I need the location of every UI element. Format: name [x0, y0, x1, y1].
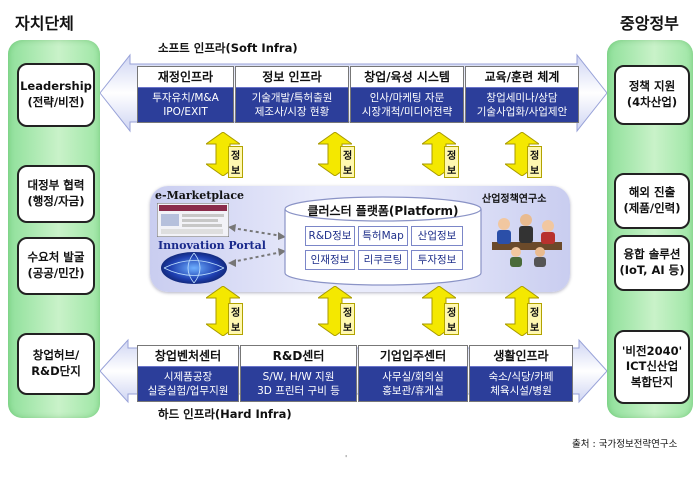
emarketplace-screenshot-image — [157, 203, 229, 237]
double-arrow-icon — [505, 286, 539, 336]
emarketplace-label: e-Marketplace — [155, 189, 245, 202]
info-arrow-upper-4: 정보 — [505, 132, 543, 178]
hard-card-venture-center: 창업벤처센터 시제품공장 실증실험/업무지원 — [137, 345, 239, 402]
innovation-portal-globe-image — [161, 252, 227, 284]
soft-card-finance: 재정인프라 투자유치/M&A IPO/EXIT — [137, 66, 234, 123]
platform-cell-rnd-info: R&D정보 — [305, 226, 355, 246]
double-arrow-icon — [318, 286, 352, 336]
right-item-overseas-expansion: 해외 진출 (제품/인력) — [614, 173, 690, 229]
soft-card-title: 창업/육성 시스템 — [351, 67, 463, 88]
platform-cell-investment-info: 투자정보 — [411, 250, 463, 270]
hard-card-body: 사무실/회의실 홍보관/휴게실 — [359, 367, 467, 401]
info-arrow-lower-2: 정보 — [318, 286, 356, 336]
info-arrow-upper-3: 정보 — [422, 132, 460, 178]
right-item-policy-support: 정책 지원 (4차산업) — [614, 65, 690, 125]
hard-card-title: 생활인프라 — [470, 346, 572, 367]
right-item-convergence-solution: 융합 솔루션 (IoT, AI 등) — [614, 235, 690, 291]
innovation-portal-label: Innovation Portal — [158, 239, 266, 252]
right-panel-title: 중앙정부 — [620, 14, 679, 33]
hard-card-rnd-center: R&D센터 S/W, H/W 지원 3D 프린터 구비 등 — [240, 345, 357, 402]
hard-card-title: 기업입주센터 — [359, 346, 467, 367]
left-panel-title: 자치단체 — [15, 14, 74, 33]
hard-card-title: 창업벤처센터 — [138, 346, 238, 367]
soft-card-body: 창업세미나/상담 기술사업화/사업제안 — [466, 88, 578, 122]
hard-card-body: 시제품공장 실증실험/업무지원 — [138, 367, 238, 401]
platform-cell-recruiting: 리쿠르팅 — [358, 250, 408, 270]
info-arrow-label: 정보 — [228, 146, 244, 178]
soft-card-body: 투자유치/M&A IPO/EXIT — [138, 88, 233, 122]
soft-card-body: 기술개발/특허출원 제조사/시장 현황 — [236, 88, 348, 122]
info-arrow-label: 정보 — [340, 303, 356, 335]
double-arrow-icon — [422, 286, 456, 336]
hard-card-title: R&D센터 — [241, 346, 356, 367]
hard-card-tenant-center: 기업입주센터 사무실/회의실 홍보관/휴게실 — [358, 345, 468, 402]
soft-card-title: 교육/훈련 체계 — [466, 67, 578, 88]
hard-card-body: S/W, H/W 지원 3D 프린터 구비 등 — [241, 367, 356, 401]
platform-title: 클러스터 플랫폼(Platform) — [307, 204, 459, 218]
soft-infra-label: 소프트 인프라(Soft Infra) — [158, 41, 298, 55]
hard-card-living-infra: 생활인프라 숙소/식당/카페 체육시설/병원 — [469, 345, 573, 402]
double-arrow-icon — [206, 286, 240, 336]
info-arrow-label: 정보 — [228, 303, 244, 335]
hard-card-body: 숙소/식당/카페 체육시설/병원 — [470, 367, 572, 401]
platform-cell-industry-info: 산업정보 — [411, 226, 463, 246]
meeting-people-image — [492, 214, 562, 267]
left-item-startup-hub: 창업허브/ R&D단지 — [17, 333, 95, 395]
info-arrow-lower-4: 정보 — [505, 286, 543, 336]
institute-label: 산업정책연구소 — [482, 194, 547, 205]
soft-card-information: 정보 인프라 기술개발/특허출원 제조사/시장 현황 — [235, 66, 349, 123]
info-arrow-label: 정보 — [527, 146, 543, 178]
soft-card-startup-system: 창업/육성 시스템 인사/마케팅 자문 시장개척/미디어전략 — [350, 66, 464, 123]
left-item-demand-discovery: 수요처 발굴 (공공/민간) — [17, 237, 95, 295]
soft-card-education: 교육/훈련 체계 창업세미나/상담 기술사업화/사업제안 — [465, 66, 579, 123]
hard-infra-label: 하드 인프라(Hard Infra) — [158, 407, 292, 421]
right-item-vision-2040: '비전2040' ICT신산업 복합단지 — [614, 330, 690, 404]
info-arrow-label: 정보 — [444, 303, 460, 335]
info-arrow-lower-3: 정보 — [422, 286, 460, 336]
info-arrow-upper-1: 정보 — [206, 132, 244, 178]
info-arrow-label: 정보 — [444, 146, 460, 178]
platform-connectors — [228, 224, 286, 267]
source-note: 출처 : 국가정보전략연구소 — [572, 439, 678, 450]
platform-cell-talent-info: 인재정보 — [305, 250, 355, 270]
left-item-leadership: Leadership (전략/비전) — [17, 63, 95, 127]
info-arrow-lower-1: 정보 — [206, 286, 244, 336]
platform-cell-patent-map: 특허Map — [358, 226, 408, 246]
info-arrow-label: 정보 — [340, 146, 356, 178]
left-item-government-cooperation: 대정부 협력 (행정/자금) — [17, 165, 95, 223]
soft-card-title: 정보 인프라 — [236, 67, 348, 88]
soft-card-body: 인사/마케팅 자문 시장개척/미디어전략 — [351, 88, 463, 122]
info-arrow-upper-2: 정보 — [318, 132, 356, 178]
info-arrow-label: 정보 — [527, 303, 543, 335]
footnote-mark: ' — [345, 454, 348, 463]
soft-card-title: 재정인프라 — [138, 67, 233, 88]
